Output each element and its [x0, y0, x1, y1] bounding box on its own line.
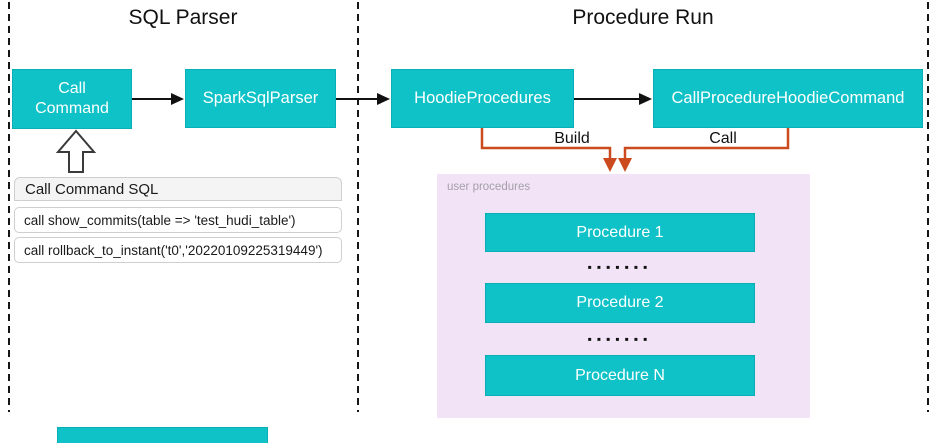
sql-panel-header: Call Command SQL	[14, 177, 342, 201]
section-title-sql-parser: SQL Parser	[128, 6, 238, 29]
hollow-up-arrow	[55, 129, 97, 173]
procedure-box-n: Procedure N	[485, 355, 755, 396]
connector-call	[618, 128, 790, 172]
procedure-box-1: Procedure 1	[485, 213, 755, 252]
dots-separator: ▪▪▪▪▪▪▪	[587, 332, 653, 346]
connector-build	[480, 128, 617, 172]
arrow-callcommand-to-sparksqlparser	[132, 93, 184, 105]
arrow-sparksqlparser-to-hoodieprocedures	[336, 93, 390, 105]
dots-separator: ▪▪▪▪▪▪▪	[587, 260, 653, 274]
user-procedures-panel: user procedures Procedure 1 ▪▪▪▪▪▪▪ Proc…	[437, 174, 810, 418]
arrow-hoodieprocedures-to-callprocedurehoodiecommand	[574, 93, 652, 105]
edge-label-build: Build	[554, 130, 590, 147]
sql-statement-row: call rollback_to_instant('t0','202201092…	[14, 237, 342, 263]
node-spark-sql-parser: SparkSqlParser	[185, 69, 336, 128]
node-hoodie-procedures: HoodieProcedures	[391, 69, 574, 128]
cropped-teal-box	[57, 427, 268, 443]
edge-label-call: Call	[709, 130, 737, 147]
node-call-command: Call Command	[12, 69, 132, 129]
procedure-box-2: Procedure 2	[485, 283, 755, 323]
sql-statement-row: call show_commits(table => 'test_hudi_ta…	[14, 207, 342, 233]
node-call-procedure-hoodie-command: CallProcedureHoodieCommand	[653, 69, 923, 128]
section-title-procedure-run: Procedure Run	[572, 6, 714, 29]
user-procedures-label: user procedures	[447, 181, 531, 193]
